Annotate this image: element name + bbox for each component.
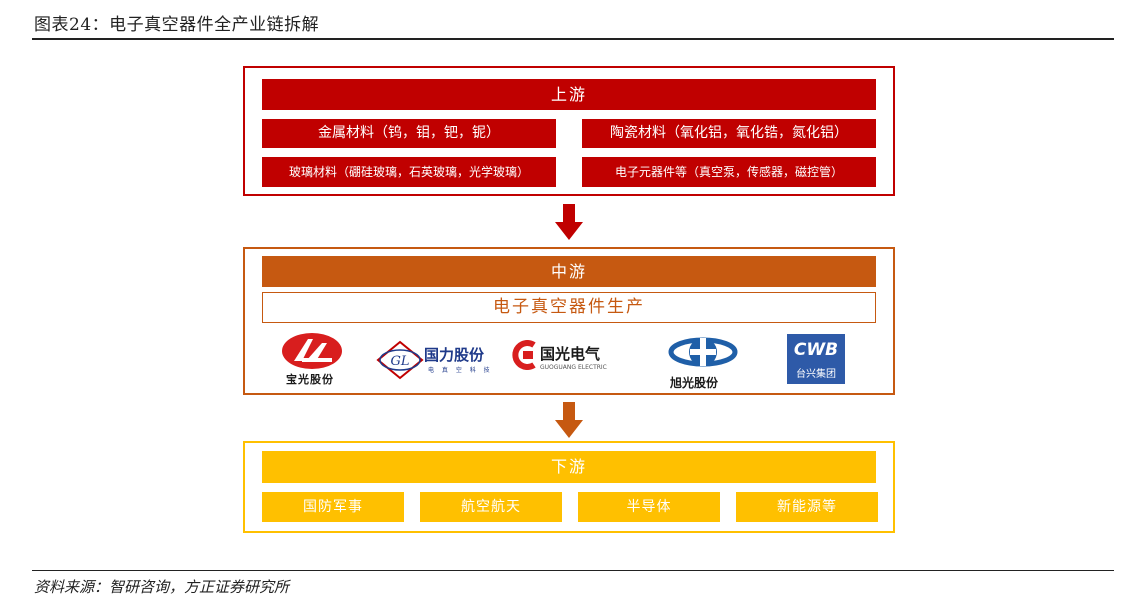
downstream-item-aerospace: 航空航天: [420, 492, 562, 522]
guoli-subtitle: 电 真 空 科 技: [428, 367, 493, 374]
midstream-panel: [243, 247, 895, 395]
downstream-item-defense: 国防军事: [262, 492, 404, 522]
guoguang-logo: 国光电气 GUOGUANG ELECTRIC: [510, 340, 630, 380]
cwb-logo: CWB 台兴集团: [787, 334, 845, 384]
guoli-name: 国力股份: [424, 346, 485, 364]
down-arrow-icon: [555, 402, 583, 438]
baoguang-logo: 宝光股份: [280, 331, 350, 387]
guoguang-name: 国光电气: [540, 345, 601, 363]
guoguang-subtitle: GUOGUANG ELECTRIC: [540, 364, 607, 371]
xuguang-name: 旭光股份: [670, 376, 719, 390]
xuguang-emblem-icon: [668, 337, 738, 367]
figure-title: 图表24：电子真空器件全产业链拆解: [34, 15, 320, 35]
down-arrow-icon: [555, 204, 583, 240]
guoli-logo: GL 国力股份 电 真 空 科 技: [376, 340, 496, 380]
baoguang-emblem-icon: [282, 333, 342, 369]
upstream-item-ceramic: 陶瓷材料（氧化铝，氧化锆，氮化铝）: [582, 119, 876, 148]
baoguang-name: 宝光股份: [286, 373, 334, 386]
source-note: 资料来源：智研咨询，方正证券研究所: [34, 578, 290, 596]
downstream-item-new-energy: 新能源等: [736, 492, 878, 522]
downstream-item-semiconductor: 半导体: [578, 492, 720, 522]
top-rule: [32, 38, 1114, 40]
guoli-mark: GL: [390, 354, 409, 369]
downstream-header: 下游: [262, 451, 876, 483]
cwb-subtitle: 台兴集团: [796, 369, 836, 380]
upstream-item-components: 电子元器件等（真空泵，传感器，磁控管）: [582, 157, 876, 187]
guoli-emblem-icon: GL: [376, 340, 424, 380]
cwb-mark: CWB: [793, 340, 839, 360]
guoguang-emblem-icon: [512, 340, 536, 370]
production-box: 电子真空器件生产: [262, 292, 876, 323]
upstream-panel: [243, 66, 895, 196]
upstream-header: 上游: [262, 79, 876, 110]
downstream-panel: [243, 441, 895, 533]
upstream-item-glass: 玻璃材料（硼硅玻璃，石英玻璃，光学玻璃）: [262, 157, 556, 187]
xuguang-logo: 旭光股份: [668, 330, 738, 392]
upstream-item-metal: 金属材料（钨，钼，钯，铌）: [262, 119, 556, 148]
midstream-header: 中游: [262, 256, 876, 287]
bottom-rule: [32, 570, 1114, 571]
